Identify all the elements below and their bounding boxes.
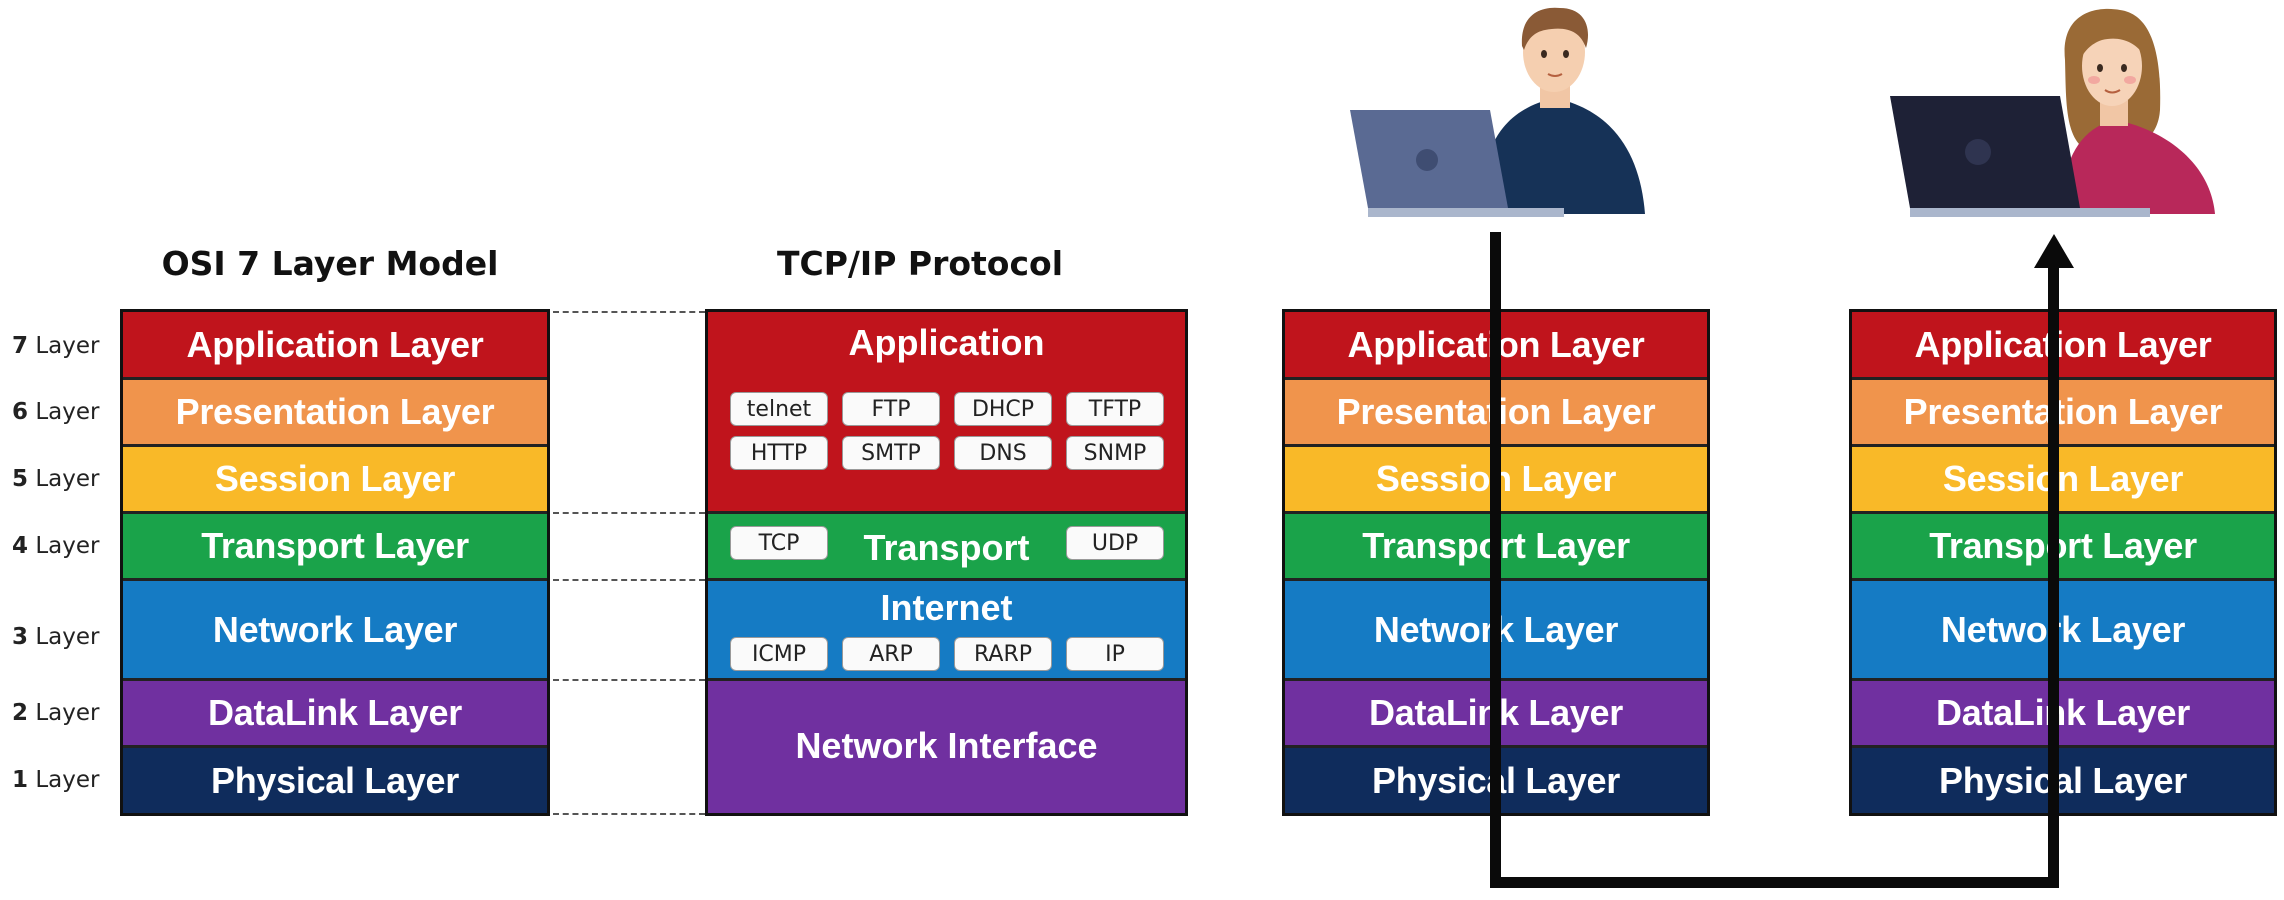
receiver-physical-layer: Physical Layer: [1852, 748, 2274, 813]
protocol-chip: DNS: [954, 436, 1052, 470]
receiver-network-layer: Network Layer: [1852, 581, 2274, 681]
protocol-chip: SNMP: [1066, 436, 1164, 470]
tcpip-network-interface-label: Network Interface: [795, 725, 1098, 766]
protocol-chip: FTP: [842, 392, 940, 426]
row-label-7: 7 Layer: [12, 333, 100, 359]
protocol-chip: IP: [1066, 637, 1164, 671]
receiver-stack: Application Layer Presentation Layer Ses…: [1849, 309, 2277, 816]
protocol-chip: TCP: [730, 526, 828, 560]
protocol-chip: telnet: [730, 392, 828, 426]
osi-datalink-layer: DataLink Layer: [123, 681, 547, 748]
osi-session-layer: Session Layer: [123, 447, 547, 514]
tcpip-internet-label: Internet: [880, 587, 1013, 628]
row-label-1: 1 Layer: [12, 767, 100, 793]
man-with-laptop-icon: [1350, 7, 1645, 217]
osi-application-layer: Application Layer: [123, 312, 547, 380]
row-label-3: 3 Layer: [12, 624, 100, 650]
protocol-chip: HTTP: [730, 436, 828, 470]
tcpip-application-block: Application telnet FTP DHCP TFTP HTTP SM…: [708, 312, 1185, 514]
receiver-datalink-layer: DataLink Layer: [1852, 681, 2274, 748]
boundary-dash-bottom: [553, 813, 705, 815]
tcpip-title: TCP/IP Protocol: [776, 244, 1064, 283]
protocol-chip: ARP: [842, 637, 940, 671]
tcpip-network-interface-block: Network Interface: [708, 681, 1185, 813]
receiver-session-layer: Session Layer: [1852, 447, 2274, 514]
row-label-4: 4 Layer: [12, 533, 100, 559]
row-label-6: 6 Layer: [12, 399, 100, 425]
protocol-chip: UDP: [1066, 526, 1164, 560]
row-label-5: 5 Layer: [12, 466, 100, 492]
protocol-chip: SMTP: [842, 436, 940, 470]
receiver-presentation-layer: Presentation Layer: [1852, 380, 2274, 447]
boundary-dash-transport-top: [553, 512, 705, 514]
protocol-chip: TFTP: [1066, 392, 1164, 426]
boundary-dash-transport-bottom: [553, 579, 705, 581]
osi-title: OSI 7 Layer Model: [161, 244, 499, 283]
osi-network-layer: Network Layer: [123, 581, 547, 681]
protocol-chip: ICMP: [730, 637, 828, 671]
flow-line-up: [2048, 260, 2059, 888]
tcpip-stack: Application telnet FTP DHCP TFTP HTTP SM…: [705, 309, 1188, 816]
tcpip-transport-block: Transport TCP UDP: [708, 514, 1185, 581]
receiver-transport-layer: Transport Layer: [1852, 514, 2274, 581]
osi-presentation-layer: Presentation Layer: [123, 380, 547, 447]
tcpip-application-label: Application: [848, 322, 1045, 363]
osi-physical-layer: Physical Layer: [123, 748, 547, 813]
boundary-dash-network-bottom: [553, 679, 705, 681]
protocol-chip: DHCP: [954, 392, 1052, 426]
tcpip-transport-label: Transport: [863, 527, 1030, 568]
boundary-dash-top: [553, 311, 705, 313]
protocol-chip: RARP: [954, 637, 1052, 671]
osi-stack: Application Layer Presentation Layer Ses…: [120, 309, 550, 816]
receiver-application-layer: Application Layer: [1852, 312, 2274, 380]
flow-line-bottom: [1490, 877, 2059, 888]
flow-line-down: [1490, 232, 1501, 888]
row-label-2: 2 Layer: [12, 700, 100, 726]
arrow-head-icon: [2034, 234, 2074, 268]
osi-transport-layer: Transport Layer: [123, 514, 547, 581]
tcpip-internet-block: Internet ICMP ARP RARP IP: [708, 581, 1185, 681]
woman-with-laptop-icon: [1890, 8, 2215, 217]
